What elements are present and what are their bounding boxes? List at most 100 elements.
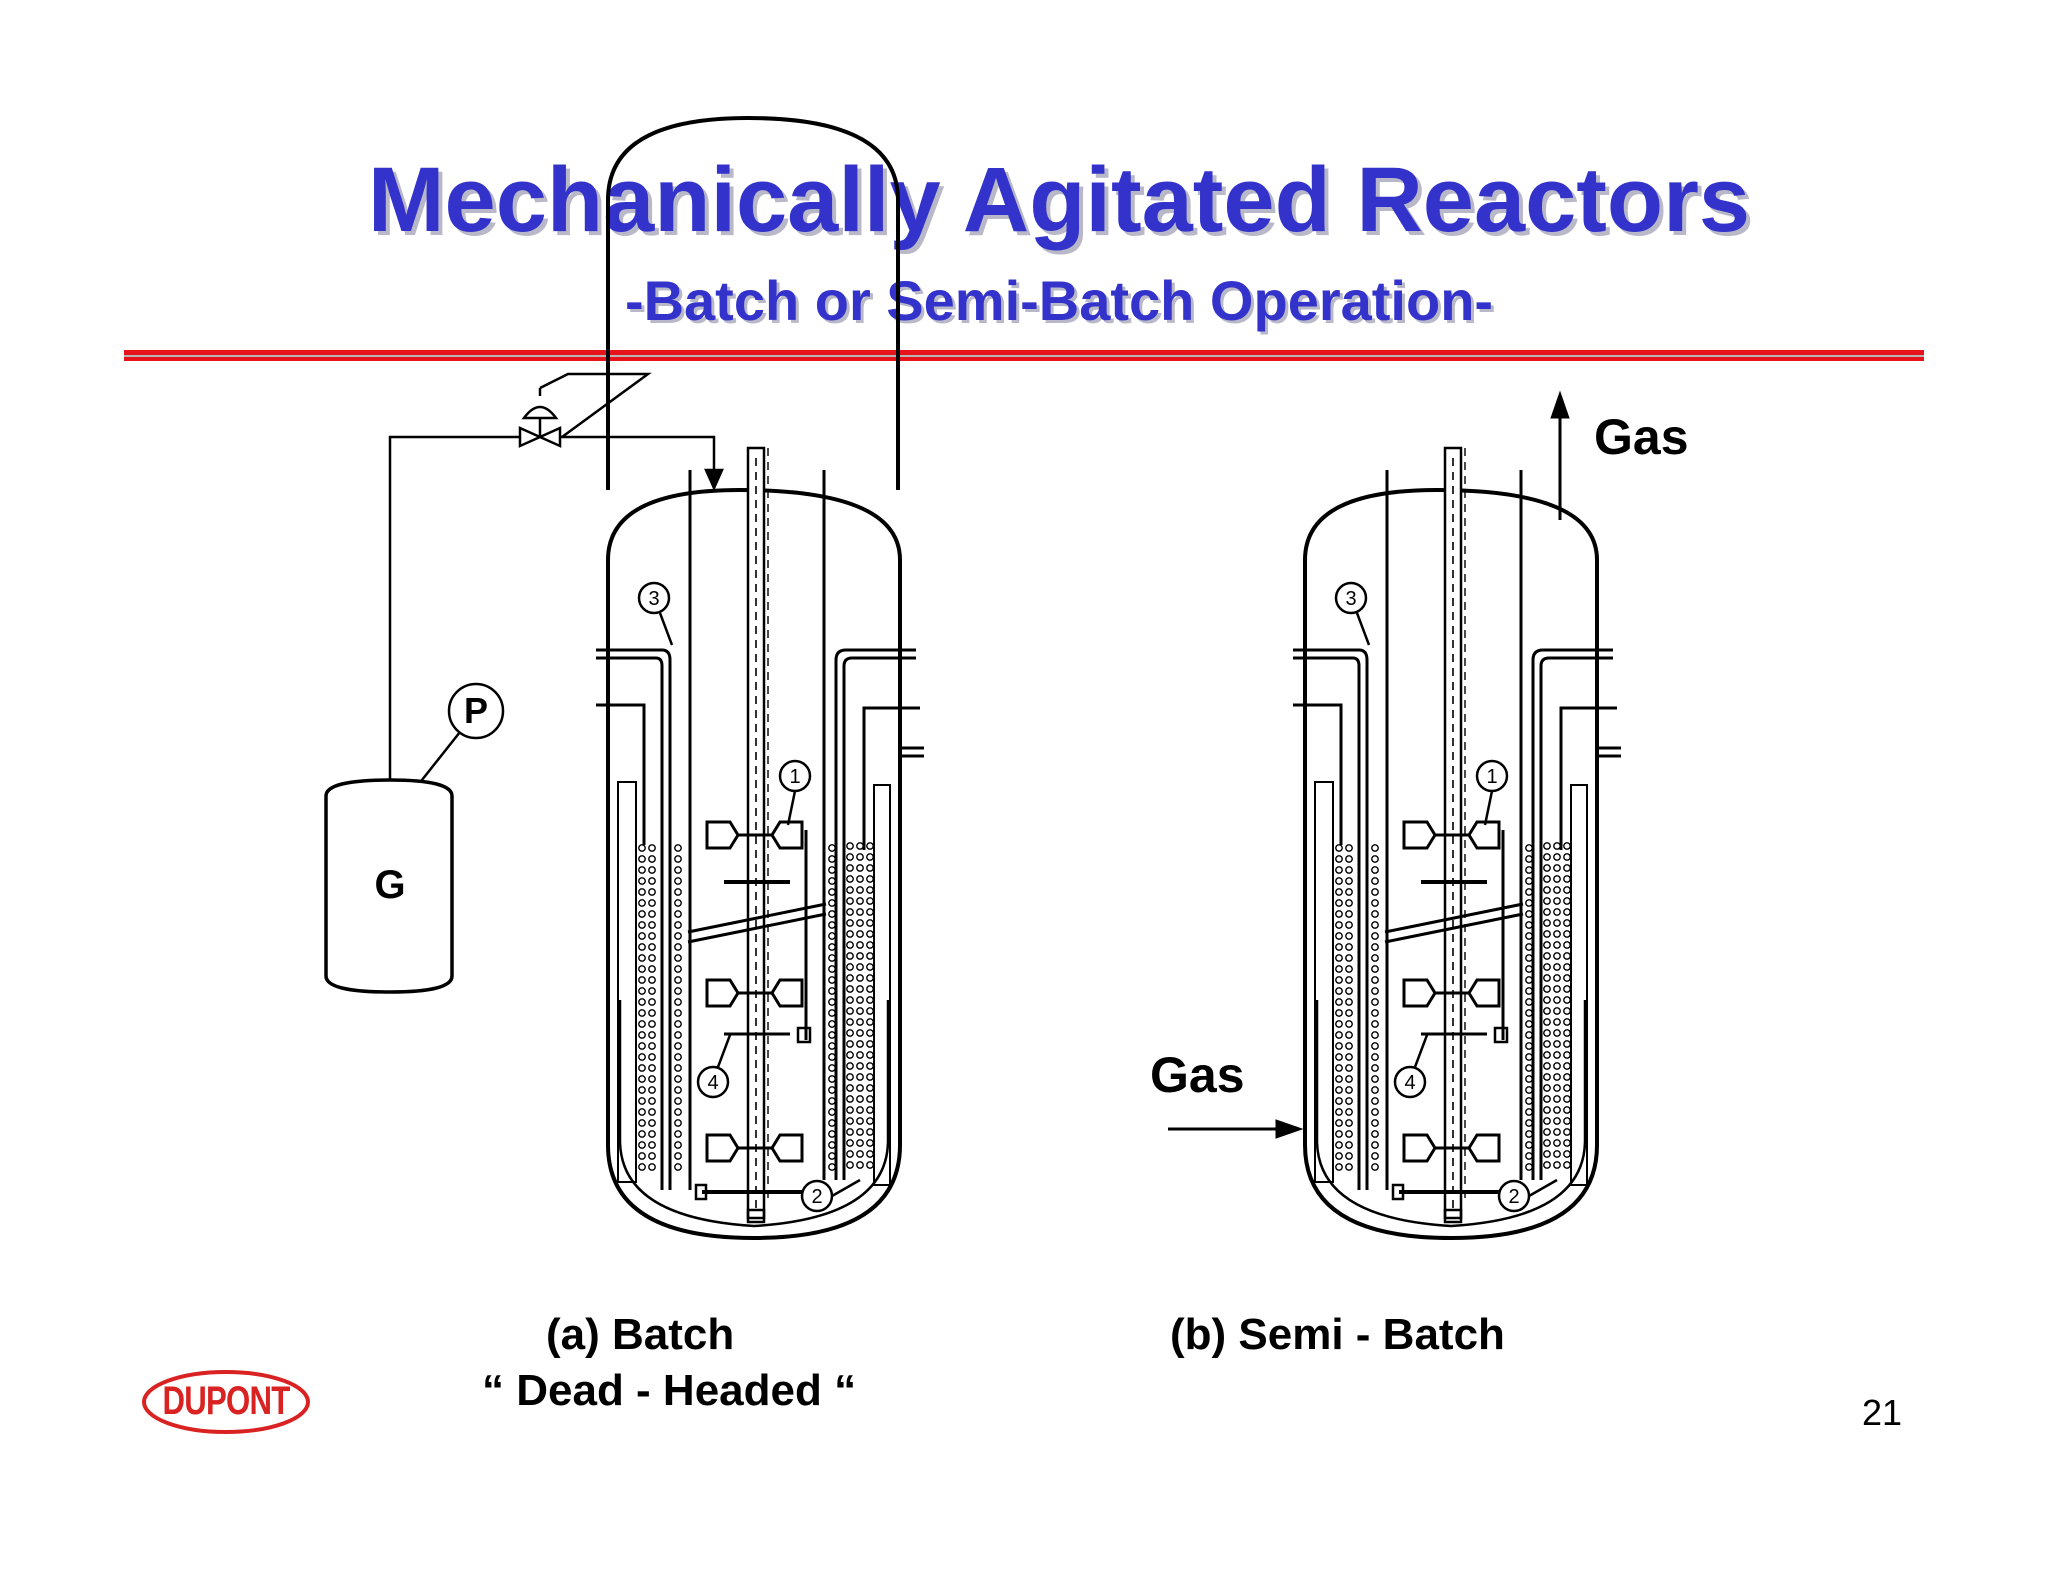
perforation-hole — [856, 1139, 864, 1147]
perforation-hole — [1335, 998, 1343, 1006]
perforation-hole — [846, 974, 854, 982]
perforation-hole — [1371, 998, 1379, 1006]
perforation-hole — [648, 1053, 656, 1061]
perforation-hole — [1553, 1018, 1561, 1026]
perforation-hole — [856, 864, 864, 872]
perforation-hole — [828, 1053, 836, 1061]
perforation-hole — [866, 1106, 874, 1114]
perforation-hole — [638, 1141, 646, 1149]
perforation-hole — [1553, 941, 1561, 949]
perforation-hole — [674, 1075, 682, 1083]
perforation-hole — [1563, 1018, 1571, 1026]
perforation-hole — [1345, 1130, 1353, 1138]
perforation-hole — [648, 1152, 656, 1160]
perforation-hole — [828, 899, 836, 907]
perforation-hole — [1371, 987, 1379, 995]
perforation-hole — [674, 1053, 682, 1061]
perforation-hole — [1371, 965, 1379, 973]
perforation-hole — [1345, 932, 1353, 940]
perforation-hole — [1543, 908, 1551, 916]
perforation-hole — [648, 965, 656, 973]
callout-4-b: 4 — [1404, 1072, 1415, 1094]
perforation-hole — [1553, 1150, 1561, 1158]
perforation-hole — [638, 1031, 646, 1039]
perforation-hole — [1335, 1075, 1343, 1083]
perforation-hole — [856, 1095, 864, 1103]
perforation-hole — [1525, 1141, 1533, 1149]
perforation-hole — [866, 908, 874, 916]
perforation-hole — [1543, 1095, 1551, 1103]
perforation-hole — [828, 844, 836, 852]
perforation-hole — [856, 875, 864, 883]
perforation-hole — [1543, 1018, 1551, 1026]
perforation-hole — [1371, 1064, 1379, 1072]
perforation-hole — [1345, 899, 1353, 907]
perforation-hole — [648, 1042, 656, 1050]
perforation-hole — [846, 952, 854, 960]
perforation-hole — [648, 899, 656, 907]
perforation-hole — [1563, 1128, 1571, 1136]
perforation-hole — [648, 877, 656, 885]
perforation-hole — [1563, 1062, 1571, 1070]
perforation-hole — [1553, 875, 1561, 883]
perforation-hole — [638, 921, 646, 929]
perforation-hole — [1525, 1130, 1533, 1138]
perforation-hole — [1335, 877, 1343, 885]
perforation-hole — [1371, 855, 1379, 863]
perforation-hole — [648, 855, 656, 863]
perforation-hole — [866, 886, 874, 894]
perforation-hole — [846, 1051, 854, 1059]
perforation-hole — [846, 1084, 854, 1092]
perforation-hole — [856, 985, 864, 993]
perforation-hole — [1335, 1064, 1343, 1072]
perforation-hole — [866, 1051, 874, 1059]
perforation-hole — [1345, 998, 1353, 1006]
perforation-hole — [1563, 886, 1571, 894]
perforation-hole — [1553, 1117, 1561, 1125]
perforation-hole — [1525, 1119, 1533, 1127]
perforation-hole — [638, 1130, 646, 1138]
perforation-hole — [846, 941, 854, 949]
perforation-hole — [674, 987, 682, 995]
perforation-hole — [1563, 952, 1571, 960]
perforation-hole — [856, 930, 864, 938]
perforation-hole — [1553, 963, 1561, 971]
perforation-hole — [1335, 987, 1343, 995]
perforation-hole — [648, 998, 656, 1006]
perforation-hole — [856, 1073, 864, 1081]
perforation-hole — [1335, 1097, 1343, 1105]
reactor-a-vessel — [596, 446, 924, 1241]
perforation-hole — [1563, 875, 1571, 883]
perforation-hole — [846, 897, 854, 905]
perforation-hole — [1553, 853, 1561, 861]
perforation-hole — [846, 1117, 854, 1125]
perforation-hole — [828, 1163, 836, 1171]
perforation-hole — [1335, 1130, 1343, 1138]
perforation-hole — [856, 1150, 864, 1158]
perforation-hole — [856, 919, 864, 927]
perforation-hole — [1543, 1150, 1551, 1158]
gas-tank-g — [324, 778, 454, 994]
perforation-hole — [1553, 897, 1561, 905]
perforation-hole — [1345, 1141, 1353, 1149]
perforation-hole — [856, 897, 864, 905]
perforation-hole — [1553, 908, 1561, 916]
perforation-hole — [1345, 866, 1353, 874]
perforation-hole — [846, 930, 854, 938]
perforation-hole — [638, 987, 646, 995]
perforation-hole — [866, 1073, 874, 1081]
perforation-hole — [1525, 976, 1533, 984]
perforation-hole — [866, 1139, 874, 1147]
perforation-hole — [674, 910, 682, 918]
perforation-hole — [1345, 855, 1353, 863]
reactor-a-perforations — [638, 842, 874, 1171]
perforation-hole — [674, 1163, 682, 1171]
perforation-hole — [1543, 897, 1551, 905]
callout-4-a: 4 — [707, 1072, 718, 1094]
perforation-hole — [1525, 1163, 1533, 1171]
perforation-hole — [674, 976, 682, 984]
perforation-hole — [648, 1163, 656, 1171]
perforation-hole — [1553, 996, 1561, 1004]
perforation-hole — [856, 1106, 864, 1114]
perforation-hole — [638, 877, 646, 885]
